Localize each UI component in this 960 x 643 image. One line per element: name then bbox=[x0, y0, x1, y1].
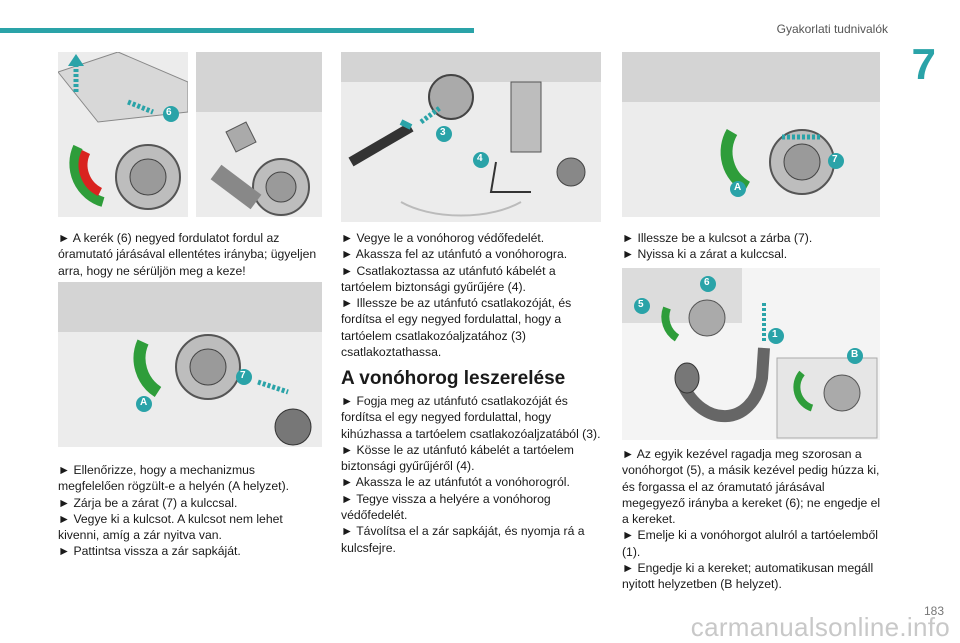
figure-label-B: B bbox=[851, 349, 859, 360]
col3-step-2: ► Nyissa ki a zárat a kulccsal. bbox=[622, 247, 788, 262]
section-header: Gyakorlati tudnivalók bbox=[776, 22, 888, 36]
col2-removal-5: ► Távolítsa el a zár sapkáját, és nyomja… bbox=[341, 524, 585, 555]
col2-step-2: ► Akassza fel az utánfutó a vonóhorogra. bbox=[341, 247, 568, 262]
col1-steps: ► Ellenőrizze, hogy a mechanizmus megfel… bbox=[58, 462, 322, 560]
chapter-number: 7 bbox=[911, 40, 936, 89]
figure-label-7b: 7 bbox=[832, 154, 838, 165]
col1-step-2: ► Zárja be a zárat (7) a kulccsal. bbox=[58, 495, 238, 510]
col1-intro: ► A kerék (6) negyed fordulatot fordul a… bbox=[58, 230, 322, 279]
figure-label-A: A bbox=[140, 397, 148, 408]
col2-removal-steps: ► Fogja meg az utánfutó csatlakozóját és… bbox=[341, 393, 603, 556]
col2-step-1: ► Vegye le a vonóhorog védőfedelét. bbox=[341, 231, 545, 245]
figure-label-5: 5 bbox=[638, 299, 644, 310]
header-accent-bar bbox=[0, 28, 474, 33]
figure-label-1: 1 bbox=[772, 329, 778, 340]
col3-steps: ► Illessze be a kulcsot a zárba (7). ► N… bbox=[622, 230, 884, 263]
col3-step-1: ► Illessze be a kulcsot a zárba (7). bbox=[622, 231, 813, 245]
col3-removal-2: ► Emelje ki a vonóhorgot alulról a tartó… bbox=[622, 528, 878, 559]
chapter-tab bbox=[896, 36, 944, 90]
figure-trailer-connection: 3 4 bbox=[341, 52, 601, 222]
figure-lock-close: 7 A bbox=[58, 282, 322, 447]
col3-removal-1: ► Az egyik kezével ragadja meg szorosan … bbox=[622, 447, 881, 527]
section-title: A vonóhorog leszerelése bbox=[341, 368, 566, 389]
col2-step-3: ► Csatlakoztassa az utánfutó kábelét a t… bbox=[341, 263, 556, 294]
col1-step-3: ► Vegye ki a kulcsot. A kulcsot nem lehe… bbox=[58, 511, 283, 543]
col1-step-4: ► Pattintsa vissza a zár sapkáját. bbox=[58, 544, 241, 559]
col1-para1: ► A kerék (6) negyed fordulatot fordul a… bbox=[58, 231, 317, 278]
col1-step-1: ► Ellenőrizze, hogy a mechanizmus megfel… bbox=[58, 463, 290, 494]
figure-key-lock: 7 A bbox=[622, 52, 880, 217]
figure-label-7: 7 bbox=[240, 370, 246, 381]
figure-hook-removal: 5 6 1 B bbox=[622, 268, 880, 440]
col2-removal-4: ► Tegye vissza a helyére a vonóhorog véd… bbox=[341, 491, 551, 523]
watermark: carmanualsonline.info bbox=[690, 612, 950, 642]
col2-removal-2: ► Kösse le az utánfutó kábelét a tartóel… bbox=[341, 442, 574, 474]
col2-step-4: ► Illessze be az utánfutó csatlakozóját,… bbox=[341, 296, 572, 360]
col2-steps: ► Vegye le a vonóhorog védőfedelét. ► Ak… bbox=[341, 230, 603, 360]
figure-label-Ab: A bbox=[734, 182, 742, 193]
col2-removal-3: ► Akassza le az utánfutót a vonóhorogról… bbox=[341, 475, 570, 490]
figure-label-6b: 6 bbox=[704, 277, 710, 288]
figure-wheel-rotate: 6 bbox=[58, 52, 188, 217]
col3-removal-3: ► Engedje ki a kereket; automatikusan me… bbox=[622, 561, 874, 592]
figure-label-6: 6 bbox=[166, 107, 172, 118]
figure-label-3: 3 bbox=[440, 127, 446, 138]
figure-label-4: 4 bbox=[477, 153, 483, 164]
page-number: 183 bbox=[923, 604, 944, 618]
col2-removal-1: ► Fogja meg az utánfutó csatlakozóját és… bbox=[341, 394, 601, 441]
col3-removal-steps: ► Az egyik kezével ragadja meg szorosan … bbox=[622, 446, 884, 593]
figure-lock-detail bbox=[196, 52, 322, 217]
